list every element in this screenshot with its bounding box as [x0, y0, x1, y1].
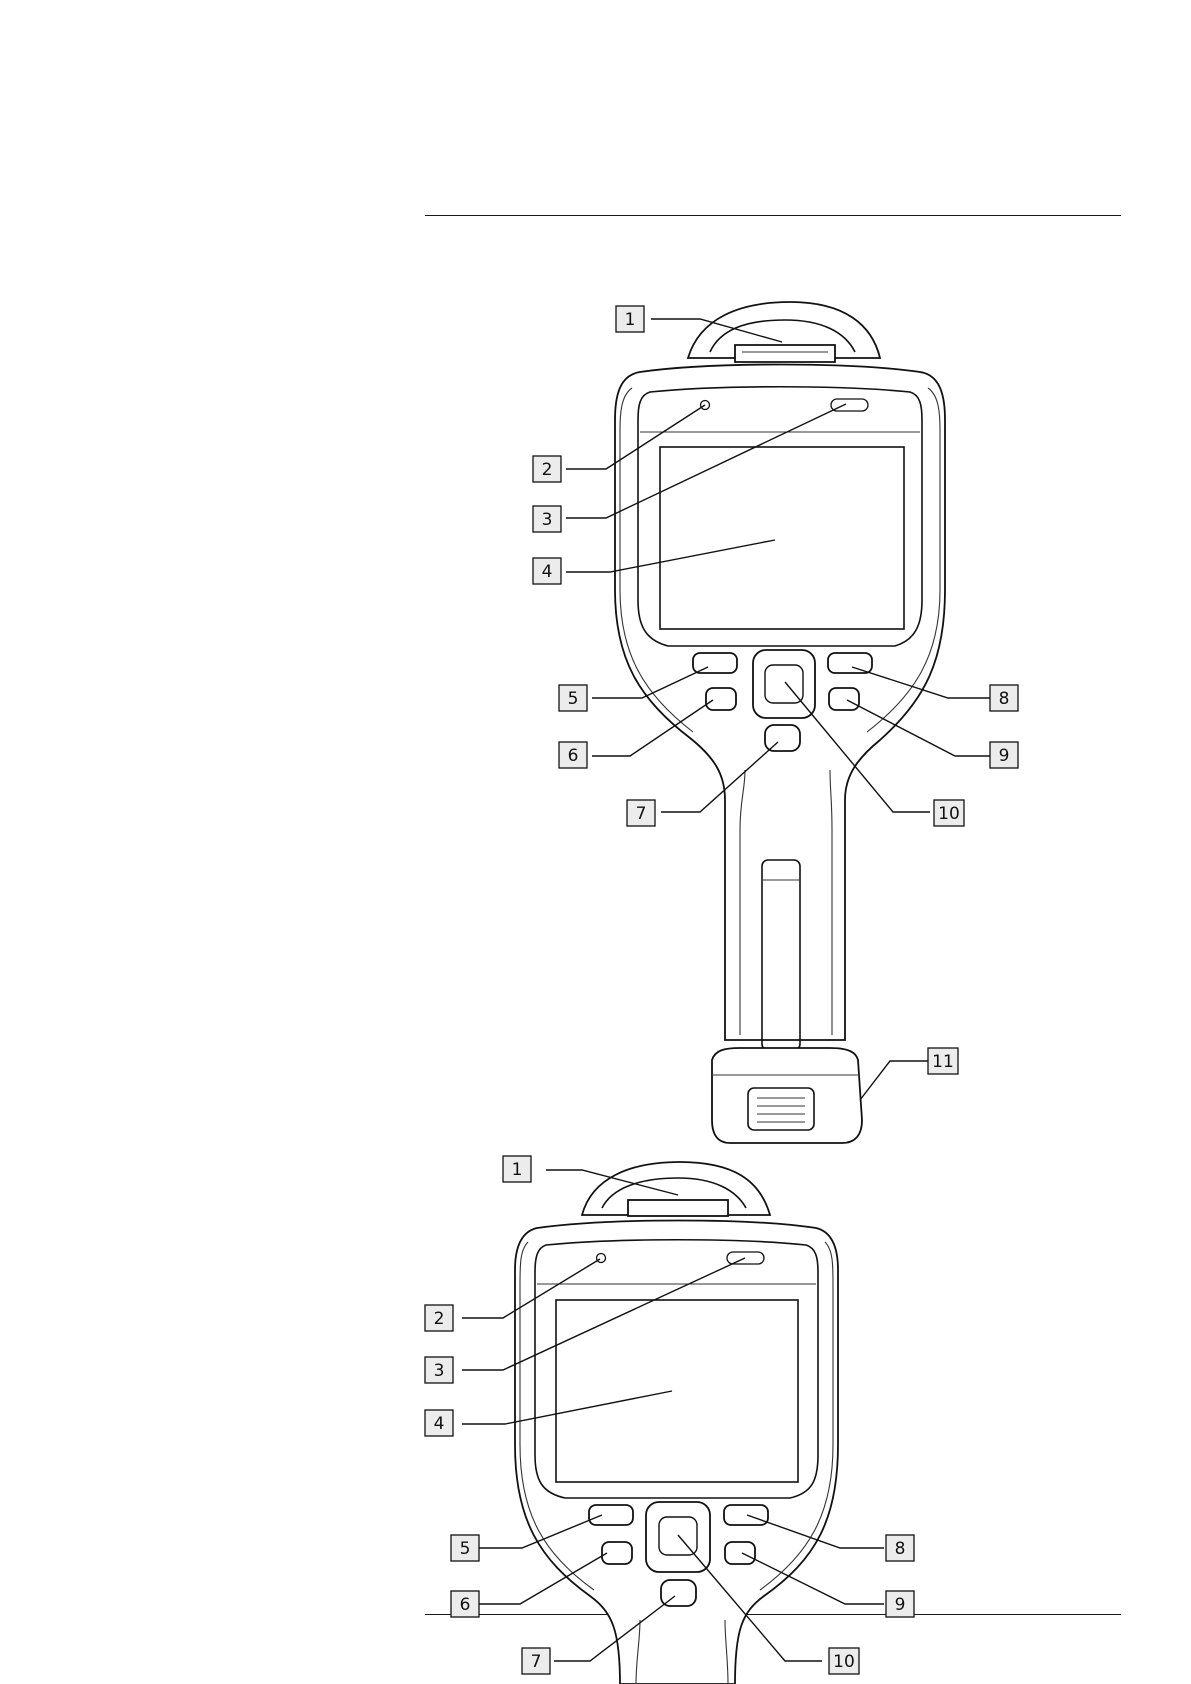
button-5[interactable] — [693, 653, 737, 673]
svg-text:4: 4 — [542, 562, 553, 582]
callout-5-b: 5 — [451, 1535, 479, 1561]
callout-7: 7 — [627, 800, 655, 826]
svg-text:2: 2 — [542, 460, 553, 480]
svg-text:6: 6 — [568, 746, 579, 766]
svg-text:8: 8 — [999, 689, 1010, 709]
svg-text:9: 9 — [999, 746, 1010, 766]
callout-2-b: 2 — [425, 1305, 453, 1331]
svg-text:1: 1 — [512, 1160, 523, 1180]
battery-base — [712, 1048, 862, 1143]
svg-text:4: 4 — [434, 1414, 445, 1434]
svg-text:8: 8 — [895, 1539, 906, 1559]
svg-text:9: 9 — [895, 1595, 906, 1615]
callout-10: 10 — [934, 800, 964, 826]
svg-text:11: 11 — [932, 1052, 954, 1072]
callout-5: 5 — [559, 685, 587, 711]
callout-9-b: 9 — [886, 1591, 914, 1617]
callout-4-b: 4 — [425, 1410, 453, 1436]
svg-text:5: 5 — [568, 689, 579, 709]
svg-text:7: 7 — [531, 1652, 542, 1672]
svg-text:6: 6 — [460, 1595, 471, 1615]
callout-3: 3 — [533, 506, 561, 532]
button-6[interactable] — [706, 688, 736, 710]
button-8[interactable] — [828, 653, 872, 673]
svg-text:5: 5 — [460, 1539, 471, 1559]
svg-text:10: 10 — [833, 1652, 855, 1672]
callout-2: 2 — [533, 456, 561, 482]
svg-text:3: 3 — [542, 510, 553, 530]
callout-4: 4 — [533, 558, 561, 584]
callout-11: 11 — [928, 1048, 958, 1074]
display-screen-2 — [556, 1300, 798, 1482]
callout-1: 1 — [616, 306, 644, 332]
button-7[interactable] — [765, 725, 800, 751]
svg-text:10: 10 — [938, 804, 960, 824]
callout-9: 9 — [990, 742, 1018, 768]
svg-text:1: 1 — [625, 310, 636, 330]
callout-6: 6 — [559, 742, 587, 768]
callout-3-b: 3 — [425, 1357, 453, 1383]
svg-text:2: 2 — [434, 1309, 445, 1329]
svg-text:7: 7 — [636, 804, 647, 824]
callout-8-b: 8 — [886, 1535, 914, 1561]
callout-7-b: 7 — [522, 1648, 550, 1674]
button-9[interactable] — [829, 688, 859, 710]
callout-1-b: 1 — [503, 1156, 531, 1182]
svg-text:3: 3 — [434, 1361, 445, 1381]
callout-8: 8 — [990, 685, 1018, 711]
callout-10-b: 10 — [829, 1648, 859, 1674]
callout-6-b: 6 — [451, 1591, 479, 1617]
